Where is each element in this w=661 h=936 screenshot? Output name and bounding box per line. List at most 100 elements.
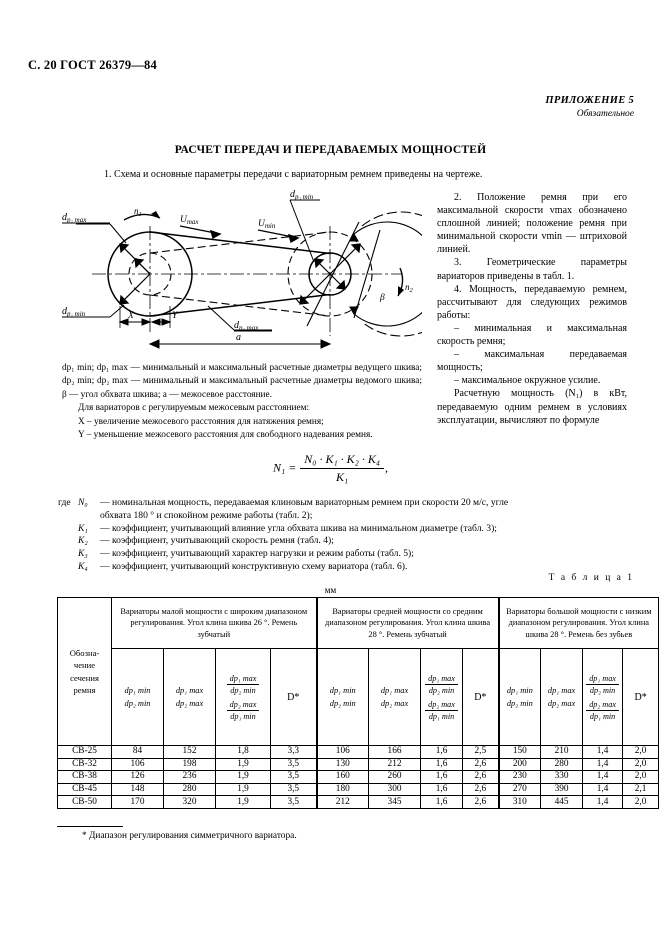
table-row: СВ-38 126 236 1,9 3,5 160 260 1,6 2,6 23… (57, 770, 660, 784)
label-n2: n2 (405, 282, 414, 294)
leader-lines (76, 199, 315, 331)
cell-g3-max: 390 (540, 782, 584, 797)
ratio-lower-num: dp₂ max (425, 700, 458, 711)
cell-g3-min: 230 (498, 770, 542, 784)
cell-g3-ratio: 1,4 (582, 745, 624, 759)
legend-row: K₃ — коэффициент, учитывающий характер н… (58, 548, 620, 561)
legend-symbol: K₃ (78, 548, 88, 559)
cell-g3-d: 2,0 (622, 757, 660, 772)
cell-g1-d: 3,5 (269, 770, 318, 784)
formula-legend: где N₀ — номинальная мощность, передавае… (58, 497, 620, 574)
subheader-ratio-1: dp₁ max dp₂ min dp₂ max dp₁ min (215, 648, 271, 746)
note-dash-2: – максимальная передаваемая мощность; (437, 349, 627, 374)
subheader-dp1max: dp₁ max (175, 685, 204, 695)
appendix-note: Обязательное (576, 109, 634, 120)
ratio-upper-num: dp₁ max (425, 674, 458, 685)
cell-section: СВ-32 (57, 757, 112, 772)
cell-g2-min: 160 (316, 770, 370, 784)
legend-row: где N₀ — номинальная мощность, передавае… (58, 497, 620, 510)
cell-g1-min: 106 (111, 757, 164, 772)
ratio-upper-den: dp₂ min (428, 685, 455, 695)
table-units-label: мм (324, 585, 337, 595)
right-text-column: 2. Положение ремня при его максимальной … (437, 191, 627, 427)
belt-drive-diagram: dp₁ max dp₁ min dp₂ max dp₂ min n1 n2 Um… (62, 186, 422, 358)
subheader-dp2min: dp₂ min (124, 699, 151, 708)
ratio-upper-den: dp₂ min (230, 685, 256, 695)
subheader-dp1min: dp₁ min (124, 685, 151, 695)
rotation-arrow-n2-head (398, 286, 404, 296)
subheader-d-2: D* (462, 648, 500, 746)
subheader-dp1max: dp₁ max (547, 685, 576, 695)
subheader-max-1: dp₁ max dp₂ max (163, 648, 216, 746)
page-reference: С. 20 ГОСТ 26379—84 (28, 58, 157, 72)
legend-text: — коэффициент, учитывающий влияние угла … (100, 522, 497, 534)
cell-g2-max: 300 (368, 782, 422, 797)
ratio-upper: dp₁ max dp₂ min (425, 674, 458, 695)
specification-table-wrapper: Обозна-чение сечения ремня Вариаторы мал… (57, 597, 660, 809)
table-rowhead-cell: Обозна-чение сечения ремня (57, 597, 112, 746)
cell-g2-ratio: 1,6 (420, 782, 464, 797)
subheader-dp2min: dp₂ min (329, 699, 356, 708)
cell-g2-ratio: 1,6 (420, 757, 464, 772)
cell-g2-max: 212 (368, 757, 422, 772)
cell-g2-max: 260 (368, 770, 422, 784)
cell-g1-min: 84 (111, 745, 164, 759)
label-a: a (236, 332, 241, 343)
table-caption: Т а б л и ц а 1 (548, 573, 634, 583)
legend-continuation: обхвата 180 ° и спокойном режиме работы … (100, 509, 313, 521)
note-item-4: 4. Мощность, передаваемую ремнем, рассчи… (437, 283, 627, 321)
cell-g1-max: 236 (163, 770, 216, 784)
cell-g2-d: 2,6 (462, 782, 500, 797)
formula-fraction: N₀ · K₁ · K₂ · K₄ K₁ (300, 452, 384, 485)
cell-g3-min: 200 (498, 757, 542, 772)
dp2-arrows (299, 243, 361, 305)
table-group-header-2: Вариаторы средней мощности со средним ди… (316, 597, 500, 649)
cell-g3-max: 280 (540, 757, 584, 772)
cell-g1-d: 3,5 (269, 757, 318, 772)
cell-g3-d: 2,0 (622, 770, 660, 784)
appendix-block: ПРИЛОЖЕНИЕ 5 Обязательное (545, 94, 634, 121)
page-title: РАСЧЕТ ПЕРЕДАЧ И ПЕРЕДАВАЕМЫХ МОЩНОСТЕЙ (174, 144, 487, 156)
label-dp2min: dp₂ min (290, 189, 314, 201)
subheader-d-3: D* (622, 648, 660, 746)
cell-g2-ratio: 1,6 (420, 795, 464, 809)
cell-g1-ratio: 1,9 (215, 795, 271, 809)
cell-g1-min: 148 (111, 782, 164, 797)
cell-g2-min: 212 (316, 795, 370, 809)
ratio-lower-den: dp₁ min (428, 711, 455, 721)
belt-direction-vmin (257, 229, 300, 244)
cell-g2-min: 130 (316, 757, 370, 772)
cell-g1-ratio: 1,9 (215, 757, 271, 772)
label-beta: β (379, 293, 385, 303)
cell-g2-min: 106 (316, 745, 370, 759)
label-dp2max: dp₂ max (234, 320, 259, 332)
subheader-min-2: dp₁ min dp₂ min (316, 648, 370, 746)
label-dp1min: dp₁ min (62, 306, 86, 318)
formula-denominator: K₁ (336, 470, 349, 484)
cell-g2-d: 2,6 (462, 770, 500, 784)
belt-dashed (149, 231, 331, 317)
x-y-dimension (118, 306, 172, 328)
cell-g1-d: 3,5 (269, 782, 318, 797)
legend-symbol: K₂ (78, 535, 88, 547)
table-row: СВ-32 106 198 1,9 3,5 130 212 1,6 2,6 20… (57, 757, 660, 772)
cell-g1-max: 198 (163, 757, 216, 772)
subheader-dp1min: dp₁ min (506, 685, 533, 695)
diagram-svg: dp₁ max dp₁ min dp₂ max dp₂ min n1 n2 Um… (62, 189, 422, 349)
ratio-upper: dp₁ max dp₂ min (226, 674, 260, 695)
definition-line-2: Для вариаторов с регулируемым межосевым … (78, 403, 310, 414)
cell-g2-d: 2,6 (462, 757, 500, 772)
subheader-min-1: dp₁ min dp₂ min (111, 648, 164, 746)
label-n1: n1 (134, 206, 142, 218)
cell-g2-d: 2,5 (462, 745, 500, 759)
note-dash-3: – максимальное окружное усилие. (454, 375, 601, 387)
legend-lead: где (58, 497, 71, 508)
formula-trailing: , (385, 460, 388, 475)
wrap-angle-arc (353, 211, 422, 337)
cell-g3-min: 150 (498, 745, 542, 759)
cell-g3-d: 2,1 (622, 782, 660, 797)
cell-g3-ratio: 1,4 (582, 770, 624, 784)
cell-g1-d: 3,3 (269, 745, 318, 759)
label-x: X (127, 311, 135, 321)
